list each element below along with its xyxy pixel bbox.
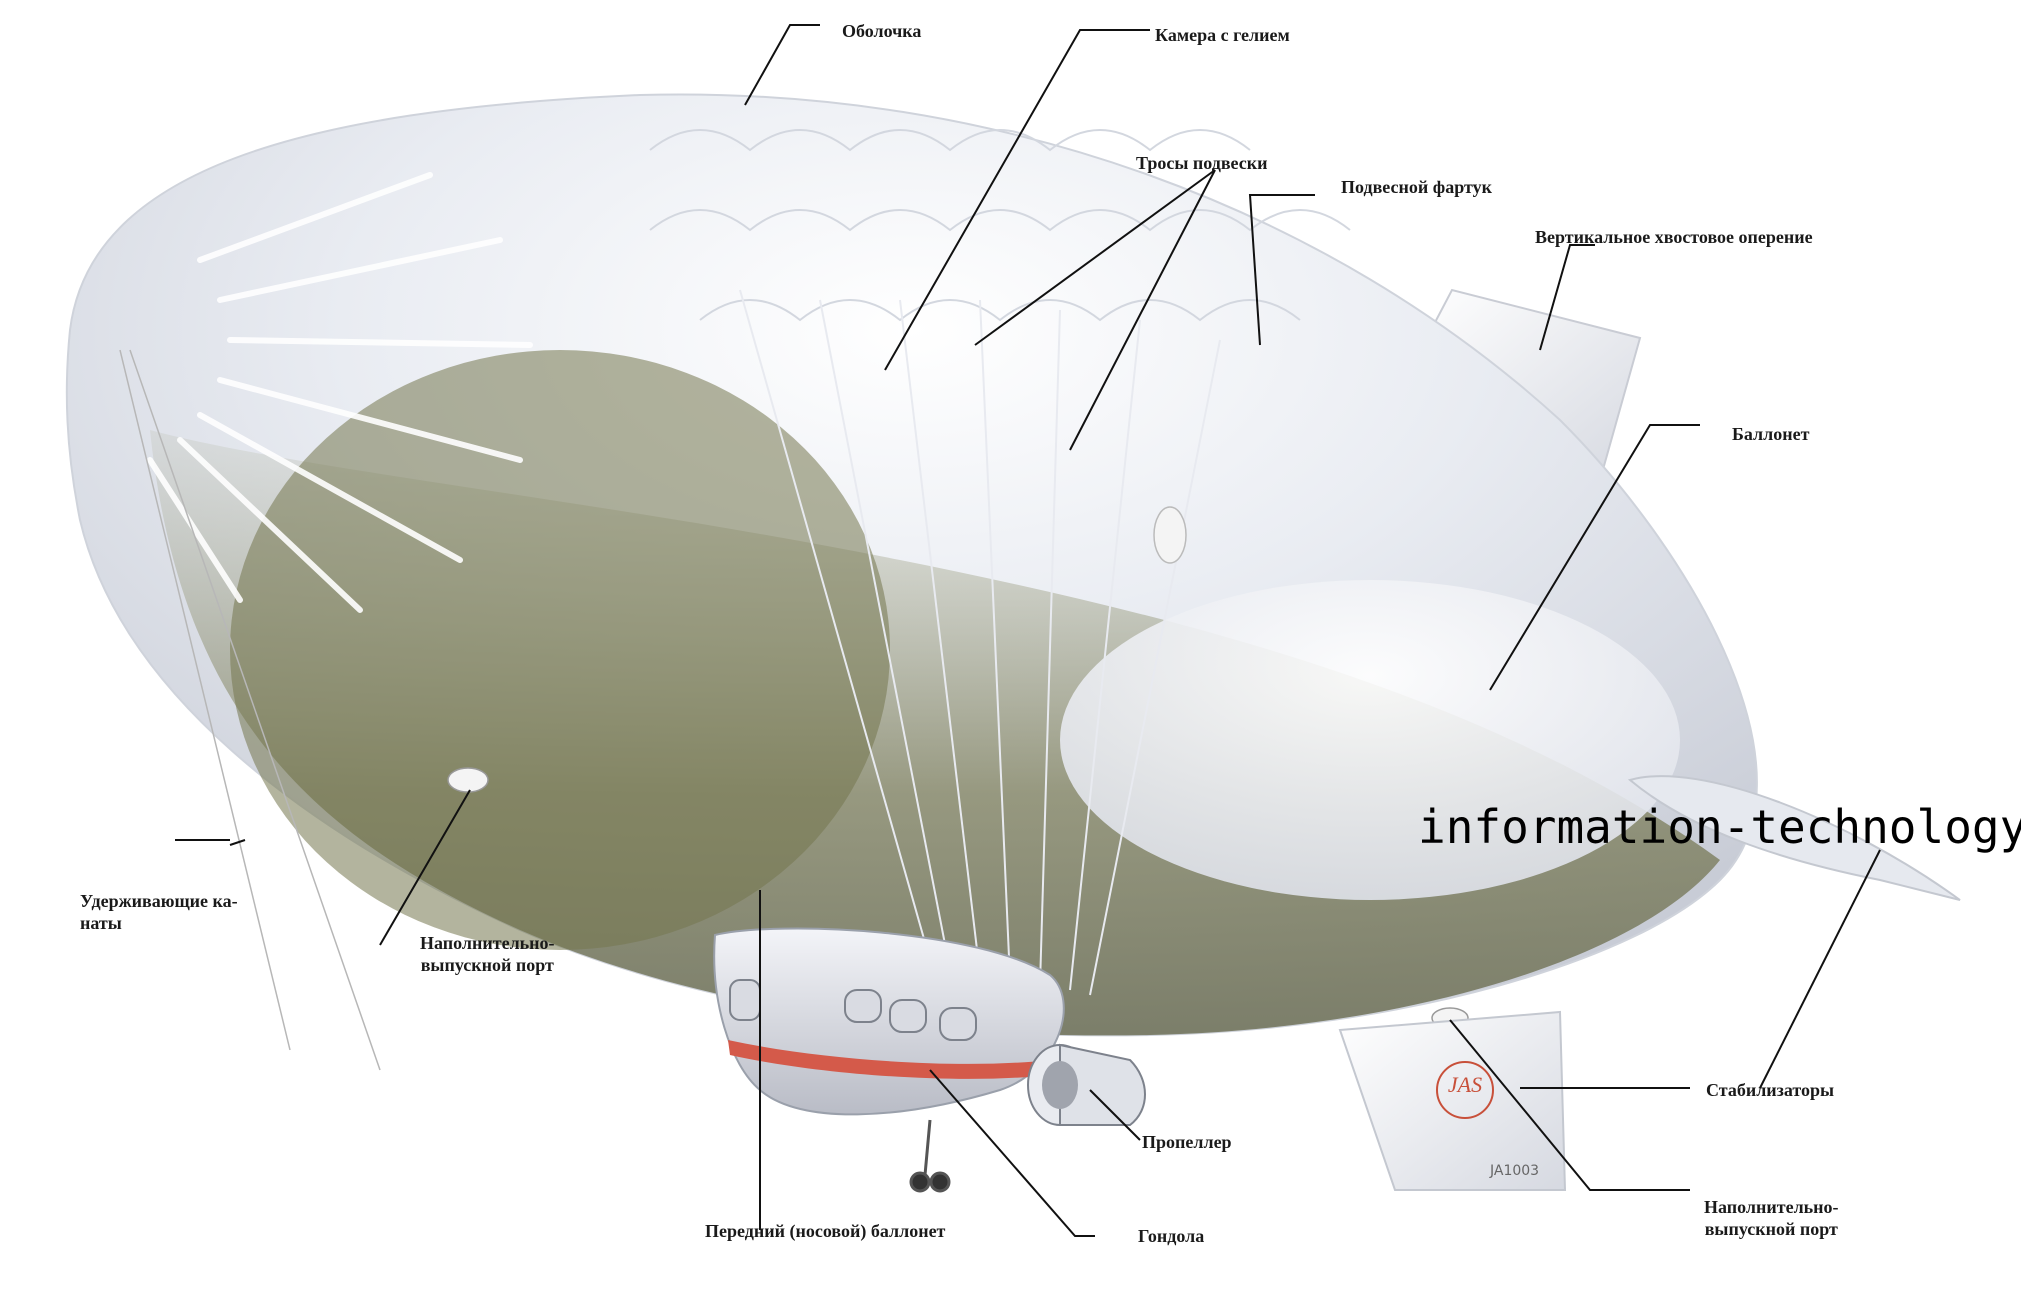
tail-logo-ring	[1436, 1061, 1494, 1119]
label-ballonet: Баллонет	[1732, 424, 1810, 444]
label-fill-port-front-1: Наполнительно-	[420, 933, 555, 953]
horizontal-stabilizer	[1627, 775, 1961, 901]
label-propeller: Пропеллер	[1142, 1132, 1232, 1152]
label-fill-port-front: Наполнительно- выпускной порт	[420, 932, 555, 976]
label-fill-port-front-2: выпускной порт	[420, 955, 554, 975]
rear-ballonet-shape	[1060, 580, 1680, 900]
suspension-cables	[739, 289, 1221, 996]
fill-port-front-shape	[447, 767, 489, 793]
label-fill-port-rear-1: Наполнительно-	[1704, 1197, 1839, 1217]
lower-tail-fin	[1338, 1010, 1567, 1191]
nose-battens	[147, 172, 533, 613]
label-mooring-lines: Удерживающие ка- наты	[80, 890, 238, 934]
tail-registration: JA1003	[1489, 1163, 1539, 1179]
gondola-windows	[729, 979, 977, 1041]
label-suspension-cables: Тросы подвески	[1136, 153, 1268, 173]
label-fill-port-rear-2: выпускной порт	[1704, 1219, 1838, 1239]
label-stabilizers: Стабилизаторы	[1706, 1080, 1835, 1100]
label-vertical-tail: Вертикальное хвостовое оперение	[1535, 227, 1813, 247]
label-front-ballonet: Передний (носовой) баллонет	[705, 1221, 946, 1241]
gondola-stripe	[728, 1040, 1050, 1079]
watermark-text: information-technology.ru	[1418, 800, 2021, 854]
propeller-duct	[1027, 1043, 1146, 1126]
gondola-body	[713, 927, 1065, 1116]
label-helium-chamber: Камера с гелием	[1155, 25, 1290, 45]
front-ballonet-shape	[230, 350, 890, 950]
leader-lines	[175, 24, 1881, 1237]
label-mooring-lines-1: Удерживающие ка-	[80, 891, 238, 911]
landing-gear	[909, 1119, 951, 1193]
tail-logo: JAS	[1448, 1072, 1482, 1097]
hull-window	[1153, 506, 1187, 564]
label-mooring-lines-2: наты	[80, 913, 122, 933]
label-gondola: Гондола	[1138, 1226, 1205, 1246]
label-envelope: Оболочка	[842, 21, 922, 41]
helium-chamber-scallops	[649, 129, 1351, 322]
label-fill-port-rear: Наполнительно- выпускной порт	[1704, 1196, 1839, 1240]
label-suspension-apron: Подвесной фартук	[1341, 177, 1492, 197]
mooring-lines	[119, 349, 381, 1071]
